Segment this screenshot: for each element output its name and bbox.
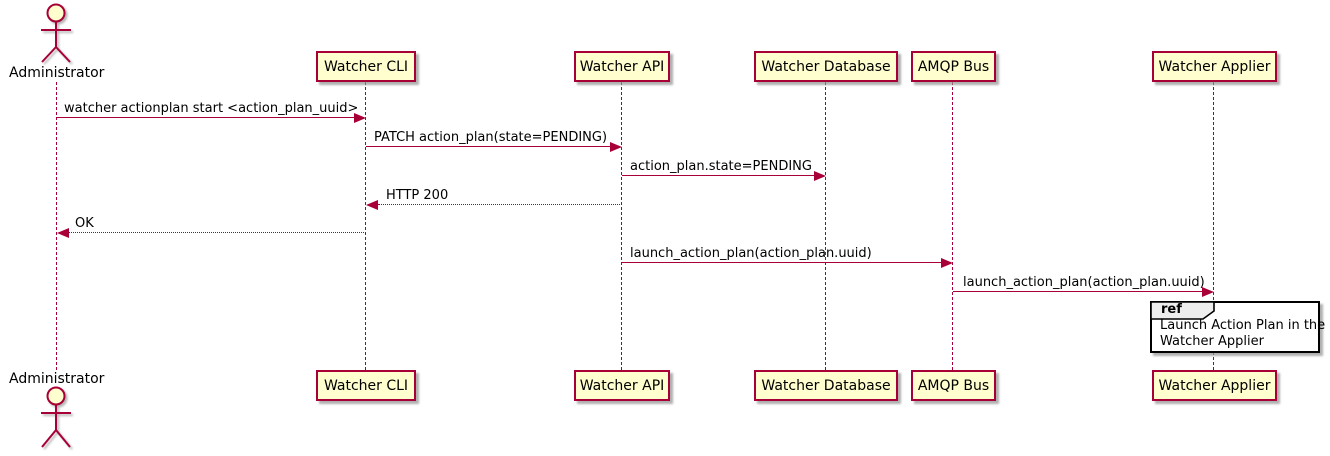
ref-fragment: ref Launch Action Plan in the Watcher Ap…: [1150, 301, 1325, 353]
participant-box-amqp-bus: AMQP Bus: [911, 51, 996, 82]
message-label: OK: [75, 216, 94, 231]
arrowhead-icon: [814, 171, 826, 181]
message-label: PATCH action_plan(state=PENDING): [374, 130, 608, 145]
actor-icon: [41, 3, 71, 63]
ref-text-line2: Watcher Applier: [1160, 334, 1264, 349]
message-label: launch_action_plan(action_plan.uuid): [963, 275, 1205, 290]
ref-text: Launch Action Plan in the Watcher Applie…: [1160, 318, 1325, 350]
lifeline-watcher-api: [621, 82, 622, 370]
lifeline-administrator: [56, 82, 57, 370]
participant-label: Watcher Applier: [1158, 58, 1271, 75]
participant-box-watcher-cli-bottom: Watcher CLI: [316, 370, 416, 401]
message-label: HTTP 200: [386, 188, 449, 203]
participant-label: Watcher Database: [761, 377, 891, 394]
participant-box-watcher-applier-bottom: Watcher Applier: [1152, 370, 1277, 401]
arrowhead-icon: [941, 258, 953, 268]
message-label: watcher actionplan start <action_plan_uu…: [64, 101, 359, 116]
participant-label: Watcher CLI: [323, 58, 409, 75]
lifeline-watcher-cli: [365, 82, 366, 370]
participant-box-watcher-cli: Watcher CLI: [316, 51, 416, 82]
arrowhead-icon: [354, 113, 366, 123]
message-label: action_plan.state=PENDING: [630, 159, 812, 174]
lifeline-amqp-bus: [952, 82, 953, 370]
arrowhead-icon: [1202, 287, 1214, 297]
participant-box-watcher-api: Watcher API: [574, 51, 670, 82]
participant-box-amqp-bus-bottom: AMQP Bus: [911, 370, 996, 401]
ref-header-pentagon: [1150, 301, 1215, 320]
actor-label-bottom: Administrator: [9, 371, 105, 387]
participant-label: Watcher CLI: [323, 377, 409, 394]
lifeline-watcher-database: [825, 82, 826, 370]
participant-label: Watcher Applier: [1158, 377, 1271, 394]
participant-box-watcher-applier: Watcher Applier: [1152, 51, 1277, 82]
message-line: [378, 204, 622, 205]
message-line: [69, 232, 366, 233]
participant-label: AMQP Bus: [917, 377, 990, 394]
message-label: launch_action_plan(action_plan.uuid): [630, 246, 872, 261]
message-line: [57, 117, 354, 118]
participant-label: Watcher Database: [761, 58, 891, 75]
participant-box-watcher-api-bottom: Watcher API: [574, 370, 670, 401]
arrowhead-icon: [366, 200, 378, 210]
ref-text-line1: Launch Action Plan in the: [1160, 318, 1326, 333]
message-line: [622, 175, 814, 176]
arrowhead-icon: [610, 142, 622, 152]
message-line: [366, 146, 610, 147]
participant-label: AMQP Bus: [917, 58, 990, 75]
message-line: [953, 291, 1202, 292]
participant-box-watcher-database-bottom: Watcher Database: [754, 370, 898, 401]
lifeline-watcher-applier: [1213, 82, 1214, 370]
participant-label: Watcher API: [579, 58, 665, 75]
arrowhead-icon: [57, 228, 69, 238]
participant-box-watcher-database: Watcher Database: [754, 51, 898, 82]
actor-label: Administrator: [9, 65, 105, 81]
participant-label: Watcher API: [579, 377, 665, 394]
actor-icon-bottom: [41, 386, 71, 448]
message-line: [622, 262, 941, 263]
ref-keyword: ref: [1161, 302, 1182, 317]
